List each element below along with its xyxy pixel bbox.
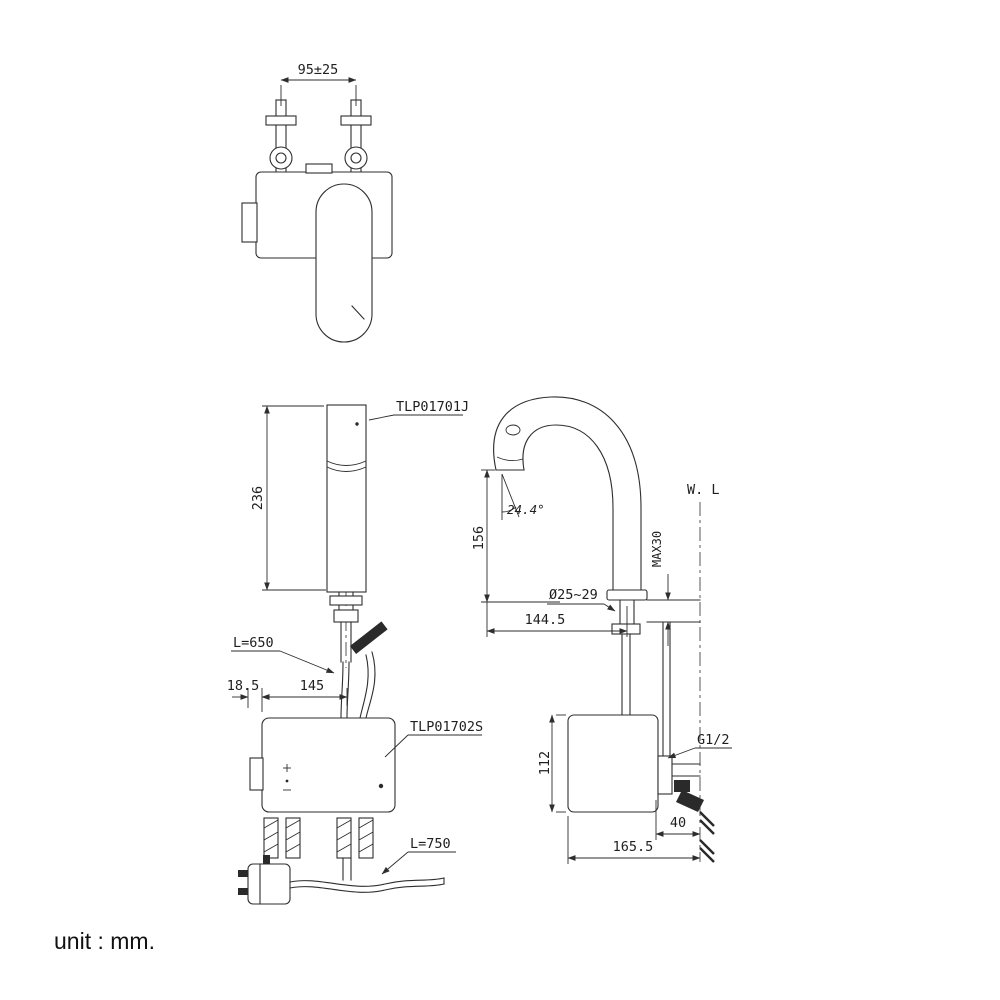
- stop-valve: [657, 755, 704, 812]
- shank-hardware: [329, 591, 388, 663]
- supply-stud-right: [340, 99, 372, 173]
- thread-label: G1/2: [697, 732, 730, 748]
- part-label-controller: TLP01702S: [410, 719, 483, 735]
- wall-hatch: [699, 811, 715, 863]
- controller-box-side: [567, 714, 659, 813]
- power-cable: [289, 877, 445, 893]
- sensor-dot: [355, 422, 359, 426]
- dim-reach: 144.5: [525, 612, 566, 628]
- dim-stud-spacing: 95±25: [298, 62, 339, 78]
- top-view: 95±25: [241, 62, 393, 343]
- valve-handle: [349, 621, 388, 654]
- hose-connectors: [263, 817, 374, 881]
- spout-column-top: [315, 183, 373, 343]
- dim-center: 145: [300, 678, 324, 694]
- spout-side: [493, 396, 642, 591]
- dim-offset: 18.5: [227, 678, 260, 694]
- supply-stud-left: [265, 99, 297, 173]
- supply-hoses: [340, 651, 376, 719]
- sensor-window-top: [305, 163, 333, 174]
- dim-angle: 24.4°: [507, 502, 545, 517]
- dim-max-deck: MAX30: [650, 531, 664, 567]
- unit-note: unit : mm.: [54, 928, 155, 954]
- water-line-label: W. L: [687, 482, 720, 498]
- part-label-spout: TLP01701J: [396, 399, 469, 415]
- spout-front: [326, 404, 367, 593]
- hose-length-label: L=650: [233, 635, 274, 651]
- front-view: TLP01701J 236 L=650: [227, 399, 483, 905]
- dim-spout-height-side: 156: [471, 526, 487, 550]
- cord-length-label: L=750: [410, 836, 451, 852]
- sensor-eye: [505, 424, 521, 436]
- power-plug: [238, 855, 291, 905]
- side-view: 24.4° 156 Ø25~29 144.5 MAX30: [471, 396, 732, 864]
- dim-spout-height-front: 236: [250, 486, 266, 510]
- side-box-top: [241, 202, 258, 243]
- dim-controller-height: 112: [537, 751, 553, 775]
- dim-outlet-dia: Ø25~29: [549, 587, 598, 603]
- dim-valve-offset: 40: [670, 815, 686, 831]
- controller-box-front: [249, 717, 396, 813]
- dim-total-depth: 165.5: [613, 839, 654, 855]
